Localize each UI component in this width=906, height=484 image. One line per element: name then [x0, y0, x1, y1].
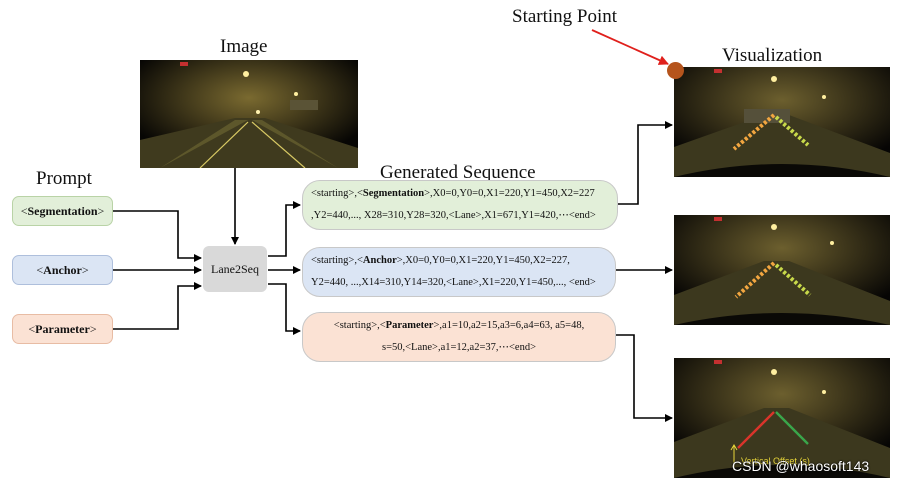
input-road-image	[140, 60, 358, 168]
bracket-open: <	[20, 203, 28, 218]
parameter-to-model-arrow	[113, 282, 202, 330]
segmentation-seq-to-vis-arrow	[617, 121, 673, 205]
lane2seq-model-box: Lane2Seq	[203, 246, 267, 292]
seq-text: Y2=440, ...,X14=310,Y14=320,<Lane>,X1=22…	[311, 277, 596, 288]
generated-sequence-title: Generated Sequence	[380, 162, 536, 183]
anchor-sequence: <starting>,<Anchor>,X0=0,Y0=0,X1=220,Y1=…	[302, 247, 616, 297]
vertical-offset-label: Vertical Offset (s)	[741, 456, 810, 466]
model-to-segmentation-seq-arrow	[268, 201, 301, 257]
starting-point-arrow	[591, 29, 669, 65]
starting-point-dot	[667, 62, 684, 79]
segmentation-prompt-label: Segmentation	[27, 203, 98, 218]
seq-text: <starting>,<	[311, 188, 363, 199]
anchor-prompt: <Anchor>	[12, 255, 113, 285]
seq-task-token: Segmentation	[362, 188, 425, 199]
seq-text: >,X0=0,Y0=0,X1=220,Y1=450,X2=227	[424, 188, 595, 199]
seq-text: ,Y2=440,..., X28=310,Y28=320,<Lane>,X1=6…	[311, 210, 596, 221]
bracket-close: >	[89, 321, 97, 336]
starting-point-label: Starting Point	[512, 6, 618, 27]
parameter-prompt-label: Parameter	[35, 321, 90, 336]
image-title: Image	[220, 36, 268, 57]
seq-task-token: Anchor	[362, 255, 397, 266]
lane-line-green	[775, 411, 809, 445]
parameter-visualization-image	[674, 358, 890, 478]
segmentation-to-model-arrow	[113, 210, 202, 262]
bracket-open: <	[28, 321, 36, 336]
bracket-close: >	[97, 203, 105, 218]
parameter-prompt: <Parameter>	[12, 314, 113, 344]
lane-line-red	[737, 411, 775, 449]
seq-text: <starting>,<	[311, 255, 363, 266]
anchor-visualization-image	[674, 215, 890, 325]
seq-text: s=50,<Lane>,a1=12,a2=37,⋯<end>	[381, 342, 536, 353]
parameter-sequence: <starting>,<Parameter>,a1=10,a2=15,a3=6,…	[302, 312, 616, 362]
segmentation-sequence: <starting>,<Segmentation>,X0=0,Y0=0,X1=2…	[302, 180, 618, 230]
lane-mark-yellow	[774, 115, 810, 147]
seq-text: >,a1=10,a2=15,a3=6,a4=63, a5=48,	[433, 320, 585, 331]
visualization-title: Visualization	[722, 45, 823, 66]
parameter-seq-to-vis-arrow	[616, 334, 673, 422]
seq-task-token: Parameter	[385, 320, 434, 331]
bracket-close: >	[81, 262, 89, 277]
seq-text: >,X0=0,Y0=0,X1=220,Y1=450,X2=227,	[396, 255, 570, 266]
lane-mark-orange	[732, 113, 776, 151]
segmentation-visualization-image	[674, 67, 890, 177]
anchor-prompt-label: Anchor	[43, 262, 82, 277]
lane-mark-yellow	[774, 263, 812, 297]
segmentation-prompt: <Segmentation>	[12, 196, 113, 226]
seq-text: <starting>,<	[333, 320, 386, 331]
model-to-parameter-seq-arrow	[268, 283, 301, 335]
prompt-title: Prompt	[36, 168, 92, 189]
lane-mark-orange	[734, 261, 776, 299]
bracket-open: <	[36, 262, 44, 277]
watermark: CSDN @whaosoft143	[732, 458, 870, 474]
